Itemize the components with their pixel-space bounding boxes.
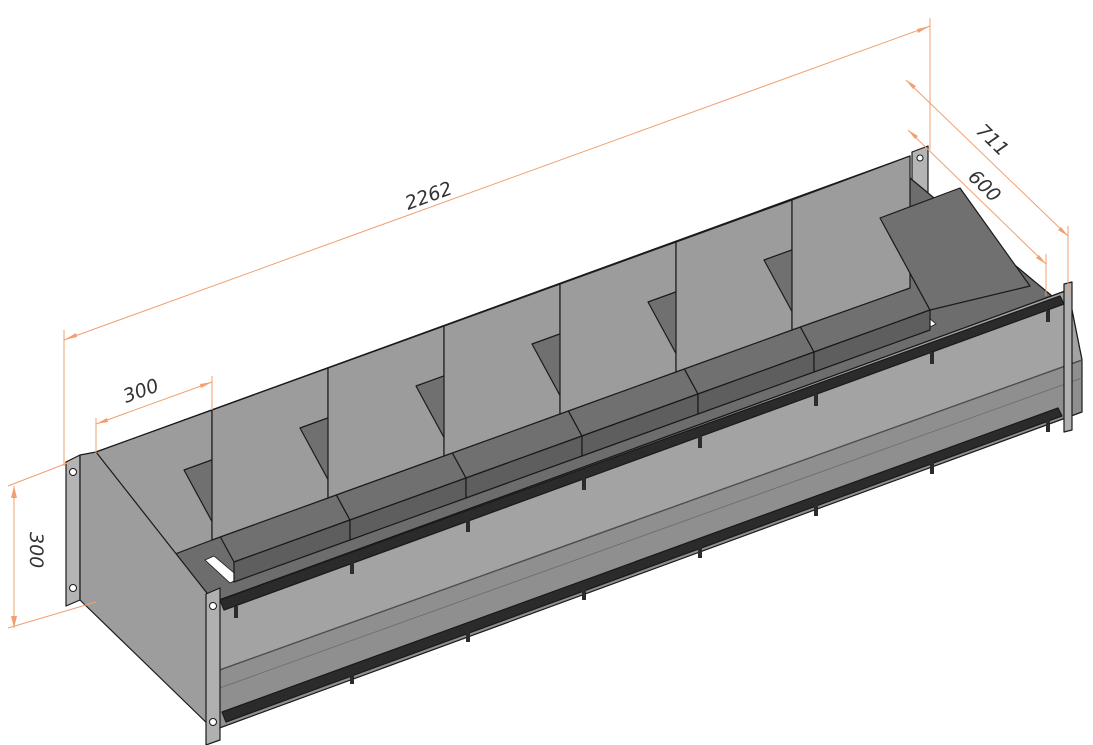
front-panel-fold-line-2 — [213, 377, 1083, 691]
front-mounting-hole-bottom — [209, 718, 217, 726]
dimension-height: 300 — [7, 461, 97, 629]
left-mounting-hole-bottom — [69, 584, 77, 592]
louver-grille-model — [65, 145, 1083, 745]
dimension-overall-depth-label: 711 — [972, 120, 1013, 161]
dimension-overall-length-label: 2262 — [402, 177, 455, 214]
lower-rail — [221, 407, 1063, 723]
left-mounting-flange — [65, 454, 81, 607]
blade-7 — [791, 155, 1031, 331]
front-mounting-flange — [205, 587, 221, 745]
left-mounting-hole-top — [69, 468, 77, 476]
rail-fasteners — [234, 310, 1050, 684]
front-mounting-hole-top — [209, 602, 217, 610]
dimension-height-label: 300 — [25, 532, 47, 568]
right-front-flange — [1063, 281, 1073, 433]
front-panel-fold-line — [213, 359, 1083, 673]
right-mounting-hole-top — [916, 154, 924, 162]
